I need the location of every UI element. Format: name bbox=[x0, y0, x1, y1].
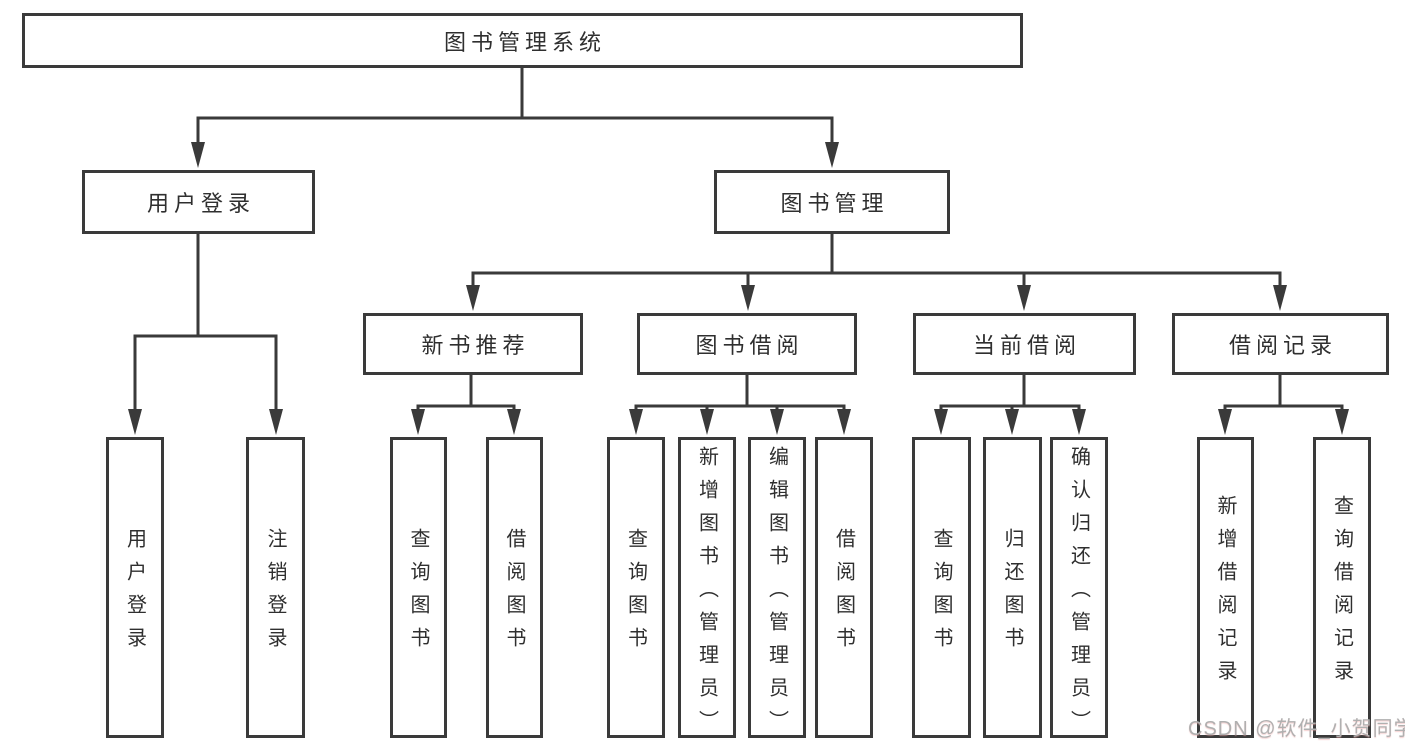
connector-user-login-children bbox=[128, 232, 283, 435]
node-label: 注销登录 bbox=[264, 528, 286, 660]
connector-root-to-level2 bbox=[191, 66, 839, 168]
node-library-system: 图书管理系统 bbox=[22, 13, 1023, 68]
node-label: 用户登录 bbox=[123, 528, 146, 660]
node-label: 用户登录 bbox=[146, 191, 255, 216]
leaf-bb-edit-book-admin: 编辑图书（管理员） bbox=[748, 437, 806, 743]
node-label: 借阅记录 bbox=[1228, 333, 1337, 358]
connector-borrow-record-children bbox=[1218, 373, 1349, 435]
node-label: 新增借阅记录 bbox=[1214, 495, 1236, 693]
leaf-br-query-record: 查询借阅记录 bbox=[1313, 437, 1371, 738]
node-book-management: 图书管理 bbox=[714, 170, 950, 234]
node-current-borrowing: 当前借阅 bbox=[913, 313, 1136, 375]
node-borrowing-records: 借阅记录 bbox=[1172, 313, 1389, 375]
leaf-bb-add-book-admin: 新增图书（管理员） bbox=[678, 437, 736, 743]
node-label: 图书管理系统 bbox=[443, 29, 606, 55]
node-label: 查询借阅记录 bbox=[1330, 495, 1353, 693]
leaf-rec-query-book: 查询图书 bbox=[390, 437, 447, 738]
node-label: 查询图书 bbox=[930, 528, 952, 660]
leaf-cb-query-book: 查询图书 bbox=[912, 437, 971, 738]
node-label: 新增图书（管理员） bbox=[695, 445, 718, 743]
connector-new-book-rec-children bbox=[411, 373, 521, 435]
leaf-logout: 注销登录 bbox=[246, 437, 305, 738]
node-label: 编辑图书（管理员） bbox=[765, 445, 788, 743]
leaf-bb-borrow-book: 借阅图书 bbox=[815, 437, 873, 738]
node-label: 借阅图书 bbox=[832, 528, 855, 660]
node-label: 归还图书 bbox=[1001, 528, 1023, 660]
node-label: 确认归还（管理员） bbox=[1067, 445, 1090, 743]
node-label: 当前借阅 bbox=[972, 333, 1081, 358]
node-label: 图书管理 bbox=[780, 191, 889, 216]
leaf-cb-confirm-return-admin: 确认归还（管理员） bbox=[1050, 437, 1108, 743]
node-label: 查询图书 bbox=[624, 528, 647, 660]
node-book-borrowing: 图书借阅 bbox=[637, 313, 857, 375]
node-label: 借阅图书 bbox=[503, 528, 525, 660]
csdn-watermark: CSDN @软件_小贺同学 bbox=[1188, 718, 1405, 740]
leaf-rec-borrow-book: 借阅图书 bbox=[486, 437, 543, 738]
node-label: 查询图书 bbox=[407, 528, 429, 660]
node-user-login: 用户登录 bbox=[82, 170, 315, 234]
connector-book-mgmt-children bbox=[466, 232, 1287, 311]
node-label: 图书借阅 bbox=[695, 333, 804, 358]
node-new-book-recommend: 新书推荐 bbox=[363, 313, 583, 375]
leaf-br-add-record: 新增借阅记录 bbox=[1197, 437, 1254, 738]
node-label: 新书推荐 bbox=[421, 333, 530, 358]
connector-book-borrow-children bbox=[629, 373, 851, 435]
leaf-bb-query-book: 查询图书 bbox=[607, 437, 665, 738]
connector-current-borrow-children bbox=[934, 373, 1086, 435]
leaf-cb-return-book: 归还图书 bbox=[983, 437, 1042, 738]
leaf-user-login: 用户登录 bbox=[106, 437, 164, 738]
